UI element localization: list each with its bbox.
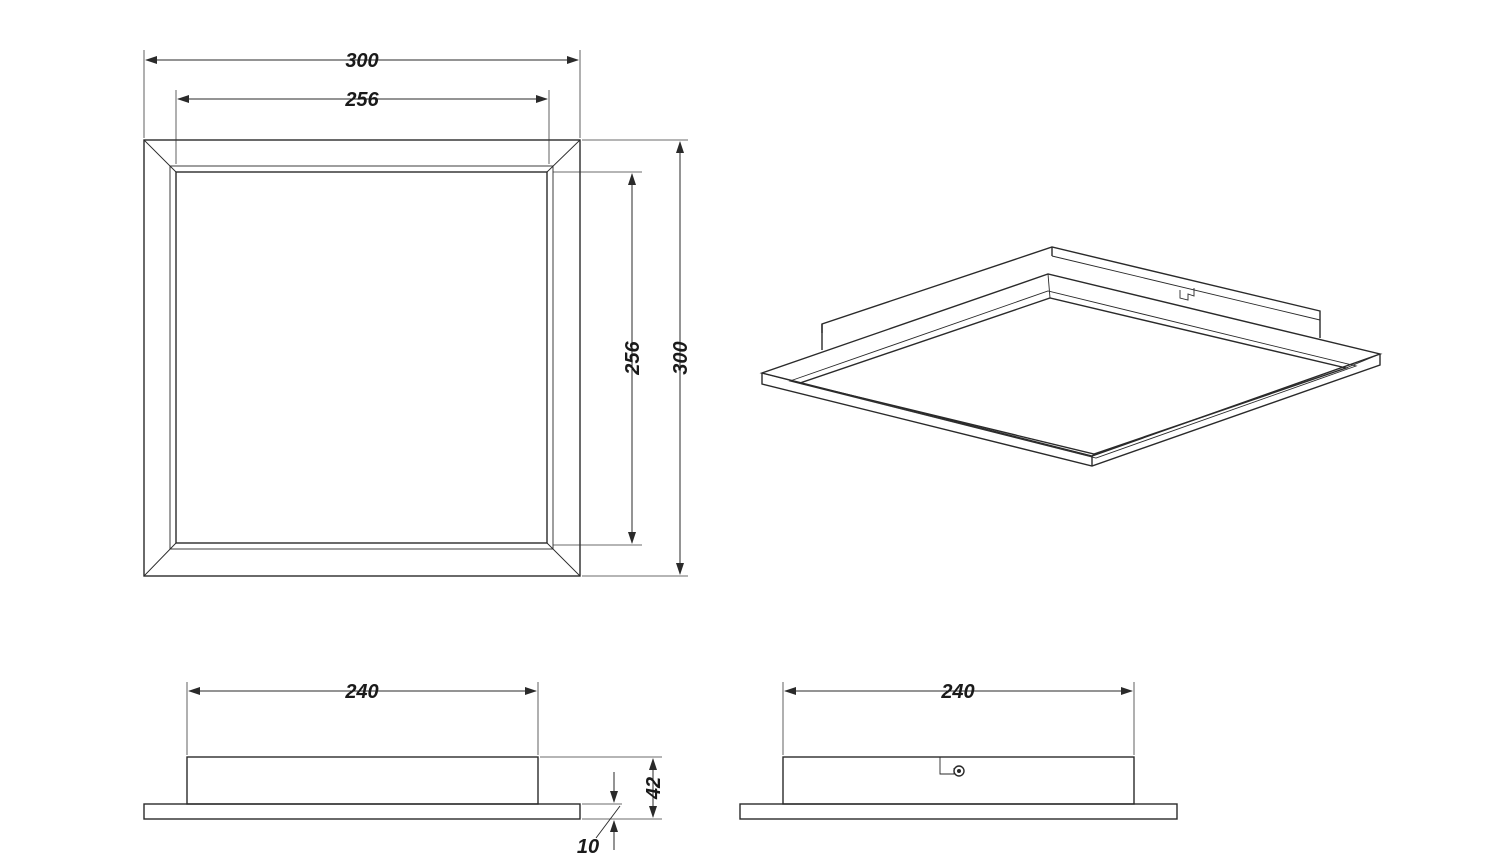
- top-view-bevel-frame: [169, 165, 554, 550]
- top-view: [143, 139, 581, 577]
- side-rear-screw-icon: [953, 765, 965, 777]
- dim-top-width-inner: 256: [175, 89, 550, 164]
- dim-side-right-width: 240: [782, 681, 1135, 755]
- top-view-outer-frame: [143, 139, 581, 577]
- dim-label-240-right: 240: [940, 681, 974, 703]
- iso-mounting-box: [821, 246, 1321, 350]
- side-view-rear: [739, 756, 1178, 820]
- dim-label-240-left: 240: [344, 681, 378, 703]
- dim-side-height: 42: [540, 756, 665, 820]
- bevel-corner-tl: [143, 139, 177, 173]
- side-rear-body: [782, 756, 1135, 805]
- dim-top-width-outer: 300: [143, 50, 581, 138]
- dim-label-10: 10: [577, 836, 599, 858]
- dim-label-300-height: 300: [670, 341, 692, 374]
- side-rear-slot: [939, 757, 955, 775]
- dim-label-256-width: 256: [344, 89, 379, 111]
- dim-top-height-inner: 256: [553, 171, 644, 546]
- side-front-base: [143, 803, 581, 820]
- iso-inner-panel: [797, 297, 1349, 455]
- side-rear-base: [739, 803, 1178, 820]
- bevel-corner-br: [546, 542, 581, 577]
- dim-top-height-outer: 300: [582, 139, 692, 577]
- isometric-view: [759, 246, 1383, 467]
- bevel-corner-bl: [143, 542, 177, 577]
- top-view-panel: [175, 171, 548, 544]
- bevel-corner-tr: [546, 139, 581, 173]
- side-front-body: [186, 756, 539, 805]
- dim-label-256-height: 256: [622, 340, 644, 375]
- iso-bevel-rim: [788, 290, 1358, 459]
- dim-base-thickness: 10: [577, 772, 622, 858]
- dim-label-42: 42: [643, 777, 665, 800]
- dim-side-left-width: 240: [186, 681, 539, 755]
- iso-mounting-slot: [1179, 288, 1195, 301]
- dim-label-300-width: 300: [345, 50, 378, 72]
- side-view-front: [143, 756, 581, 820]
